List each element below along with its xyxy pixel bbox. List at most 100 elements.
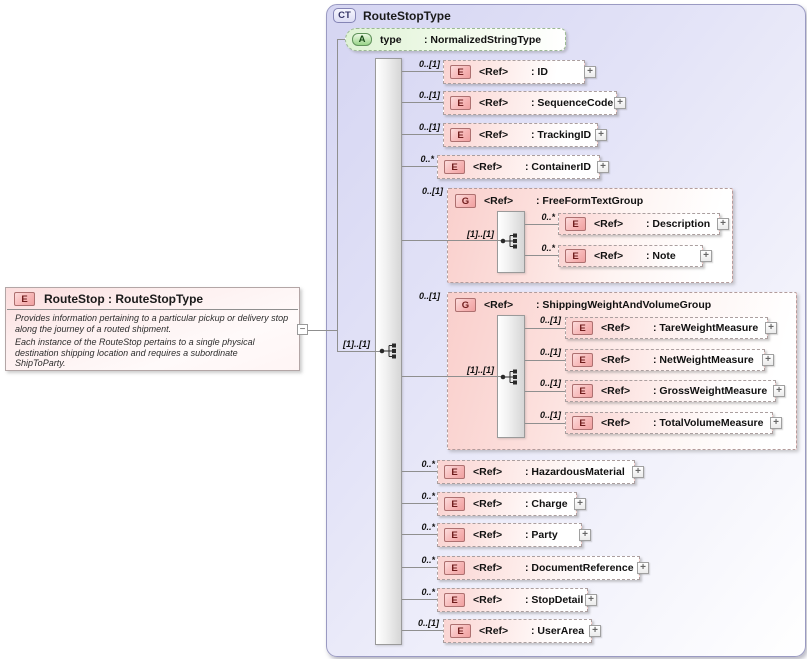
cardinality-label: 0..[1] — [539, 378, 561, 388]
element-badge: E — [450, 65, 471, 79]
ref-label: <Ref> — [473, 466, 503, 478]
connector-line — [337, 39, 345, 40]
element-node-hazardousmaterial[interactable]: E <Ref> : HazardousMaterial — [437, 460, 635, 484]
element-badge: E — [572, 321, 593, 335]
element-node-tareweightmeasure[interactable]: E <Ref> : TareWeightMeasure — [565, 317, 768, 339]
connector-line — [525, 224, 558, 225]
expand-icon[interactable]: + — [700, 250, 712, 262]
element-name: : StopDetail — [525, 594, 584, 606]
element-badge: E — [565, 249, 586, 263]
expand-icon[interactable]: + — [637, 562, 649, 574]
connector-line — [525, 255, 558, 256]
element-badge: E — [565, 217, 586, 231]
routestop-header: E RouteStop : RouteStopType — [6, 288, 299, 309]
cardinality-label: 0..[1] — [539, 410, 561, 420]
connector-line — [525, 391, 565, 392]
connector-line — [402, 599, 437, 600]
connector-line — [402, 503, 437, 504]
separator — [7, 309, 298, 310]
element-node-totalvolumemeasure[interactable]: E <Ref> : TotalVolumeMeasure — [565, 412, 773, 434]
collapse-icon[interactable]: − — [297, 324, 308, 335]
expand-icon[interactable]: + — [579, 529, 591, 541]
cardinality-label: 0..[1] — [418, 291, 440, 301]
expand-icon[interactable]: + — [614, 97, 626, 109]
connector-line — [402, 102, 443, 103]
ref-label: <Ref> — [601, 354, 631, 366]
sequence-icon — [500, 233, 517, 249]
ref-label: <Ref> — [473, 594, 503, 606]
element-node-note[interactable]: E <Ref> : Note — [558, 245, 703, 267]
expand-icon[interactable]: + — [770, 417, 782, 429]
element-node-stopdetail[interactable]: E <Ref> : StopDetail — [437, 588, 588, 612]
element-node-userarea[interactable]: E <Ref> : UserArea — [443, 619, 592, 643]
element-badge: E — [444, 160, 465, 174]
element-badge: E — [450, 96, 471, 110]
complex-type-title: RouteStopType — [363, 8, 451, 23]
element-node-description[interactable]: E <Ref> : Description — [558, 213, 720, 235]
ref-label: <Ref> — [479, 129, 509, 141]
ref-label: <Ref> — [484, 195, 514, 207]
group-badge: G — [455, 194, 476, 208]
element-badge: E — [444, 497, 465, 511]
expand-icon[interactable]: + — [632, 466, 644, 478]
element-badge: E — [444, 593, 465, 607]
element-node-trackingid[interactable]: E <Ref> : TrackingID — [443, 123, 598, 147]
connector-line — [402, 71, 443, 72]
element-badge: E — [572, 353, 593, 367]
element-node-netweightmeasure[interactable]: E <Ref> : NetWeightMeasure — [565, 349, 765, 371]
ref-label: <Ref> — [479, 97, 509, 109]
connector-line — [525, 423, 565, 424]
connector-line — [402, 630, 443, 631]
element-node-sequencecode[interactable]: E <Ref> : SequenceCode — [443, 91, 617, 115]
element-badge: E — [444, 528, 465, 542]
expand-icon[interactable]: + — [765, 322, 777, 334]
attribute-node-type[interactable]: A type : NormalizedStringType — [345, 28, 566, 51]
sequence-icon — [379, 343, 396, 359]
ref-label: <Ref> — [484, 299, 514, 311]
element-node-id[interactable]: E <Ref> : ID — [443, 60, 585, 84]
element-name: : SequenceCode — [531, 97, 614, 109]
element-name: : ContainerID — [525, 161, 591, 173]
connector-line — [402, 134, 443, 135]
expand-icon[interactable]: + — [595, 129, 607, 141]
documentation-text: Each instance of the RouteStop pertains … — [15, 337, 255, 369]
ref-label: <Ref> — [601, 385, 631, 397]
element-badge: E — [14, 292, 35, 306]
expand-icon[interactable]: + — [773, 385, 785, 397]
expand-icon[interactable]: + — [574, 498, 586, 510]
element-name: : TotalVolumeMeasure — [653, 417, 764, 429]
cardinality-label: 0..[1] — [539, 315, 561, 325]
element-node-party[interactable]: E <Ref> : Party — [437, 523, 582, 547]
expand-icon[interactable]: + — [589, 625, 601, 637]
group-header: G <Ref> : FreeFormTextGroup — [448, 189, 732, 213]
expand-icon[interactable]: + — [584, 66, 596, 78]
group-name: : FreeFormTextGroup — [536, 195, 644, 207]
expand-icon[interactable]: + — [585, 594, 597, 606]
element-node-charge[interactable]: E <Ref> : Charge — [437, 492, 577, 516]
element-node-containerid[interactable]: E <Ref> : ContainerID — [437, 155, 600, 179]
attribute-name: type — [380, 33, 402, 46]
element-name: : Note — [646, 250, 676, 262]
element-name: : TareWeightMeasure — [653, 322, 759, 334]
element-name: : Party — [525, 529, 558, 541]
ref-label: <Ref> — [601, 322, 631, 334]
element-node-documentreference[interactable]: E <Ref> : DocumentReference — [437, 556, 640, 580]
connector-line — [525, 328, 565, 329]
connector-line — [525, 360, 565, 361]
routestop-title: RouteStop : RouteStopType — [44, 292, 204, 306]
element-node-grossweightmeasure[interactable]: E <Ref> : GrossWeightMeasure — [565, 380, 776, 402]
connector-line — [402, 567, 437, 568]
expand-icon[interactable]: + — [762, 354, 774, 366]
ref-label: <Ref> — [594, 218, 624, 230]
cardinality-label: 0..* — [421, 459, 435, 469]
expand-icon[interactable]: + — [717, 218, 729, 230]
group-node-freeformtextgroup[interactable]: G <Ref> : FreeFormTextGroup — [447, 188, 733, 283]
group-header: G <Ref> : ShippingWeightAndVolumeGroup — [448, 293, 796, 317]
expand-icon[interactable]: + — [597, 161, 609, 173]
cardinality-label: [1]..[1] — [467, 365, 494, 375]
element-node-routestop[interactable]: E RouteStop : RouteStopType Provides inf… — [5, 287, 300, 371]
cardinality-label: 0..* — [541, 212, 555, 222]
connector-line — [402, 240, 502, 241]
complex-type-badge: CT — [333, 8, 356, 23]
